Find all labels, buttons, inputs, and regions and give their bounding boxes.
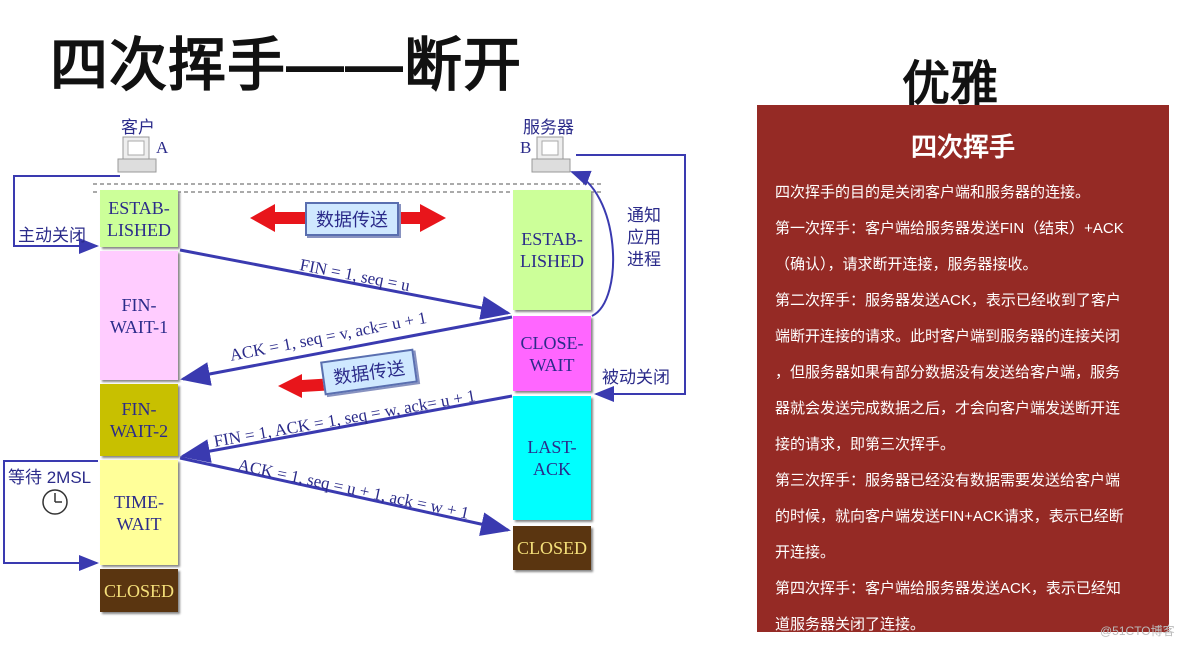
panel-line: （确认），请求断开连接，服务器接收。 xyxy=(775,256,1038,273)
clock-icon xyxy=(42,489,68,515)
panel-line: 第四次挥手：客户端给服务器发送ACK，表示已经知 xyxy=(775,580,1121,597)
server-label: 服务器 xyxy=(523,118,574,137)
panel-line: 开连接。 xyxy=(775,544,836,561)
client-state-fin-wait-2: FIN- WAIT-2 xyxy=(100,384,178,456)
notify-app-label: 通知 应用 进程 xyxy=(627,206,661,269)
panel-line: 接的请求，即第三次挥手。 xyxy=(775,436,956,453)
data-transfer-left-arrow xyxy=(278,374,336,398)
active-close-label: 主动关闭 xyxy=(18,226,86,245)
panel-line: 第二次挥手：服务器发送ACK，表示已经收到了客户 xyxy=(775,292,1121,309)
server-state-established: ESTAB- LISHED xyxy=(513,190,591,310)
panel-line: 端断开连接的请求。此时客户端到服务器的连接关闭 xyxy=(775,328,1121,345)
fin-ack-arrow xyxy=(180,394,513,463)
client-state-fin-wait-1: FIN- WAIT-1 xyxy=(100,251,178,380)
server-state-closed: CLOSED xyxy=(513,526,591,570)
panel-line: 第三次挥手：服务器已经没有数据需要发送给客户端 xyxy=(775,472,1121,489)
passive-close-loop xyxy=(576,154,686,402)
wait-2msl-loop xyxy=(3,460,99,571)
subtitle: 优雅 xyxy=(902,56,999,112)
wait-2msl-label: 等待 2MSL xyxy=(8,468,92,487)
client-state-closed: CLOSED xyxy=(100,569,178,612)
panel-line: ，但服务器如果有部分数据没有发送给客户端，服务 xyxy=(775,364,1121,381)
panel-heading: 四次挥手 xyxy=(910,132,1015,162)
panel-line: 第一次挥手：客户端给服务器发送FIN（结束）+ACK xyxy=(775,220,1124,237)
passive-close-label: 被动关闭 xyxy=(602,368,670,387)
panel-line: 器就会发送完成数据之后，才会向客户端发送断开连 xyxy=(775,400,1121,417)
panel-line: 的时候，就向客户端发送FIN+ACK请求，表示已经断 xyxy=(775,508,1124,525)
panel-line: 四次挥手的目的是关闭客户端和服务器的连接。 xyxy=(775,184,1091,201)
server-state-close-wait: CLOSE- WAIT xyxy=(513,316,591,391)
server-letter: B xyxy=(520,138,532,157)
client-state-time-wait: TIME- WAIT xyxy=(100,460,178,565)
computer-server-icon xyxy=(531,136,571,173)
server-state-last-ack: LAST- ACK xyxy=(513,396,591,520)
computer-client-icon xyxy=(117,136,157,173)
ack-arrow xyxy=(180,315,513,386)
explanation-panel: 四次挥手 四次挥手的目的是关闭客户端和服务器的连接。 第一次挥手：客户端给服务器… xyxy=(757,105,1169,633)
client-label: 客户 xyxy=(121,118,155,137)
client-state-established: ESTAB- LISHED xyxy=(100,190,178,247)
notify-app-arrow xyxy=(570,170,615,317)
page-title: 四次挥手——断开 xyxy=(50,33,523,98)
fin-arrow xyxy=(179,248,511,320)
final-ack-arrow xyxy=(179,456,511,536)
data-transfer-box: 数据传送 xyxy=(305,202,399,236)
client-letter: A xyxy=(156,138,169,157)
watermark: @51CTO博客 xyxy=(1100,624,1175,638)
panel-line: 道服务器关闭了连接。 xyxy=(775,616,926,633)
diagram-lines xyxy=(3,136,686,571)
active-close-loop xyxy=(13,175,120,254)
